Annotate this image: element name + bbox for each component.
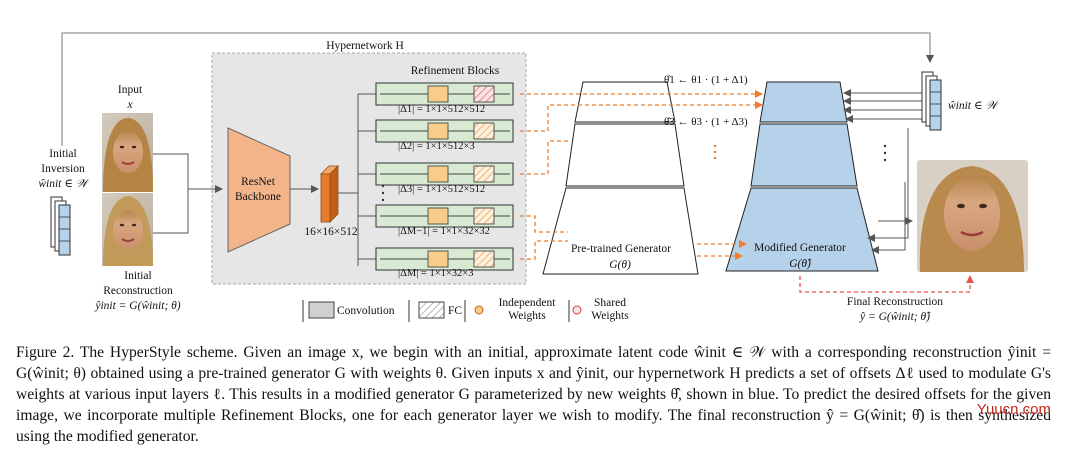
pretrained-generator-layer-3 [542,187,699,275]
legend [302,300,582,322]
initial-inversion-formula: ŵinit ∈ 𝒲 [38,178,88,190]
initial-inversion-line2: Inversion [41,163,85,175]
refinement-block [375,162,514,186]
hypernetwork-title: Hypernetwork H [326,40,404,52]
refinement-block [375,247,514,271]
feature-map [320,165,339,223]
watermark: Yuucn.com [976,401,1051,418]
block-fc [473,85,495,103]
block-conv [427,207,449,225]
pretrained-generator-layer-1 [574,81,676,123]
legend-independent-label: Independent Weights [498,297,556,322]
vertical-ellipsis-right [883,144,887,162]
block-fc [473,165,495,183]
modified-generator-symbol: G(θ̂) [789,258,811,270]
final-reconstruction-label: Final Reconstruction [846,296,944,308]
final-reconstruction-arrow [799,275,974,293]
legend-shared-label: Shared Weights [591,297,629,322]
refinement-block [375,119,514,143]
legend-independent-swatch [474,305,484,315]
latent-stack-right [921,71,942,131]
input-image [102,113,153,192]
initial-reconstruction-line2: Reconstruction [103,285,173,297]
offset-arrows [520,90,763,260]
feature-dims: 16×16×512 [304,226,358,238]
input-connector [153,153,222,234]
backbone-line1: ResNet [241,176,275,188]
refinement-blocks-title: Refinement Blocks [410,65,500,77]
latent-right-label: ŵinit ∈ 𝒲 [948,100,998,112]
refinement-block [375,204,514,228]
block-fc [473,122,495,140]
block-formula: |Δ3| = 1×1×512×512 [398,184,486,195]
block-conv [427,122,449,140]
pretrained-generator-symbol: G(θ) [609,259,631,271]
block-formula: |ΔM| = 1×1×32×3 [398,268,474,279]
block-fanout [338,94,359,266]
block-fc [473,207,495,225]
latent-input-arrows [843,89,922,254]
block-conv [427,165,449,183]
modified-generator-layer-1 [759,81,848,123]
figure-caption: Figure 2. The HyperStyle scheme. Given a… [16,344,1051,445]
diagram-canvas [50,32,1028,322]
input-label: Input [117,84,143,96]
initial-inversion-line1: Initial [49,148,77,160]
modified-generator-label: Modified Generator [754,242,846,254]
input-symbol: x [127,99,133,111]
vertical-ellipsis-pretrained [713,144,717,160]
legend-shared-swatch [572,305,582,315]
latent-stack-left [50,196,71,256]
latent-skip-connection [61,32,934,146]
legend-fc-label: FC [448,305,463,317]
backbone-line2: Backbone [235,191,281,203]
resnet-backbone [227,127,291,253]
update-formula-3: θ̂3 ← θ3 · (1 + Δ3) [664,116,748,128]
block-fc [473,250,495,268]
legend-convolution-label: Convolution [337,305,395,317]
pretrained-generator-label: Pre-trained Generator [571,243,671,255]
block-inputs [358,93,376,260]
initial-reconstruction-line1: Initial [124,270,152,282]
legend-convolution-swatch [308,301,335,319]
pretrained-generator-layer-2 [565,123,685,187]
block-formula: |ΔM−1| = 1×1×32×32 [398,226,490,237]
final-reconstruction-image [917,160,1028,272]
hyperstyle-diagram: Hypernetwork H Input x Initial Inversion… [38,32,1028,323]
refinement-block [375,82,514,106]
block-formula: |Δ1| = 1×1×512×512 [398,104,486,115]
initial-reconstruction-formula: ŷinit = G(ŵinit; θ) [95,300,181,312]
final-reconstruction-formula: ŷ = G(ŵinit; θ̂) [860,311,930,323]
modified-generator-layer-3 [725,187,879,272]
legend-fc-swatch [418,301,445,319]
update-formula-1: θ̂1 ← θ1 · (1 + Δ1) [664,74,748,86]
initial-reconstruction-image [102,193,153,266]
block-formula: |Δ2| = 1×1×512×3 [398,141,475,152]
block-conv [427,250,449,268]
modified-generator-layer-2 [750,123,858,187]
block-conv [427,85,449,103]
